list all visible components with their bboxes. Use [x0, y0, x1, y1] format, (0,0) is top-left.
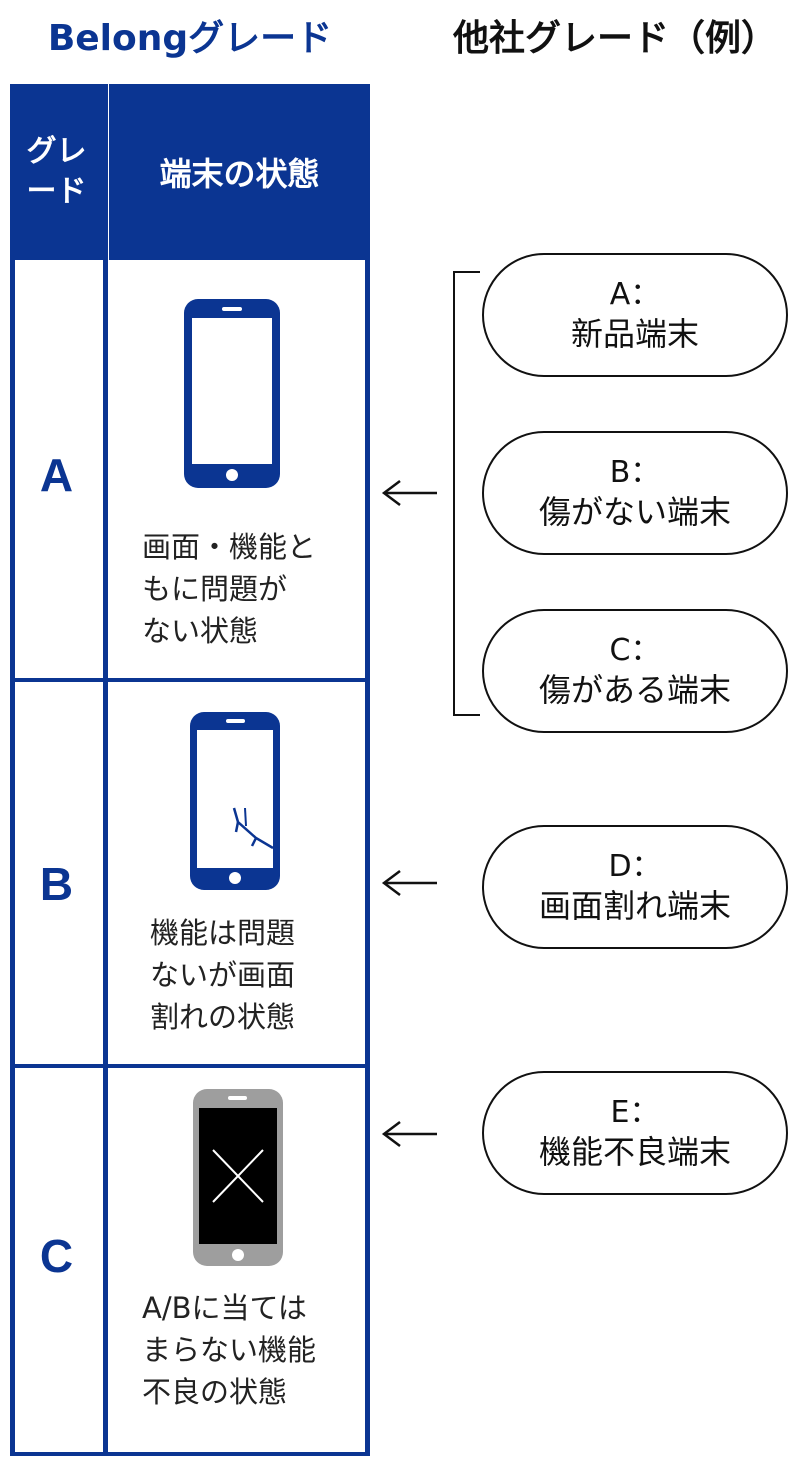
other-grade-label: E： [610, 1095, 660, 1130]
row-divider-ab [10, 678, 370, 682]
arrow-left-icon [381, 1121, 437, 1147]
state-column-header: 端末の状態 [109, 84, 370, 260]
other-grade-d: D： 画面割れ端末 [482, 825, 788, 949]
smartphone-icon [184, 299, 280, 488]
other-grade-a: A： 新品端末 [482, 253, 788, 377]
other-grade-text: 機能不良端末 [538, 1133, 731, 1171]
grade-column-header: グレ ード [10, 84, 103, 260]
desc-line: もに問題が [142, 572, 288, 606]
grade-b-description: 機能は問題 ないが画面 割れの状態 [150, 912, 295, 1038]
arrow-left-icon [381, 480, 437, 506]
other-grade-label: A： [609, 277, 661, 312]
grade-header-line2: ード [26, 174, 87, 209]
desc-line: 画面・機能と [142, 530, 317, 564]
desc-line: 不良の状態 [142, 1375, 288, 1409]
table-border-right [365, 84, 370, 1456]
desc-line: 割れの状態 [150, 1000, 296, 1034]
desc-line: まらない機能 [142, 1333, 317, 1367]
desc-line: ない状態 [142, 614, 259, 648]
grouping-bracket [453, 271, 480, 716]
desc-line: ないが画面 [150, 958, 296, 992]
other-grade-b: B： 傷がない端末 [482, 431, 788, 555]
belong-grade-table: グレ ード 端末の状態 A B C [10, 84, 370, 1456]
grade-letter-c: C [39, 1230, 74, 1282]
row-divider-bc [10, 1064, 370, 1068]
other-grade-text: 傷がある端末 [538, 671, 731, 709]
grade-header-line1: グレ [26, 134, 87, 169]
arrow-left-icon [381, 870, 437, 896]
other-grade-text: 画面割れ端末 [538, 887, 731, 925]
other-grade-label: D： [608, 849, 662, 884]
grade-letter-b: B [39, 858, 74, 910]
table-divider-column [103, 84, 108, 1456]
broken-smartphone-icon [193, 1089, 283, 1266]
desc-line: A/Bに当ては [142, 1291, 307, 1325]
other-grade-text: 傷がない端末 [538, 493, 731, 531]
desc-line: 機能は問題 [150, 916, 296, 950]
belong-grade-title: Belongグレード [47, 18, 333, 59]
grade-c-description: A/Bに当ては まらない機能 不良の状態 [142, 1287, 316, 1413]
other-grade-label: C： [609, 633, 661, 668]
other-company-grade-title: 他社グレード（例） [452, 18, 777, 59]
other-grade-text: 新品端末 [570, 315, 699, 353]
cracked-smartphone-icon [190, 712, 280, 890]
grade-a-description: 画面・機能と もに問題が ない状態 [142, 526, 316, 652]
table-border-bottom [10, 1452, 370, 1456]
table-border-left [10, 84, 15, 1456]
other-grade-label: B： [609, 455, 661, 490]
other-grade-c: C： 傷がある端末 [482, 609, 788, 733]
grade-letter-a: A [39, 449, 74, 501]
other-grade-e: E： 機能不良端末 [482, 1071, 788, 1195]
